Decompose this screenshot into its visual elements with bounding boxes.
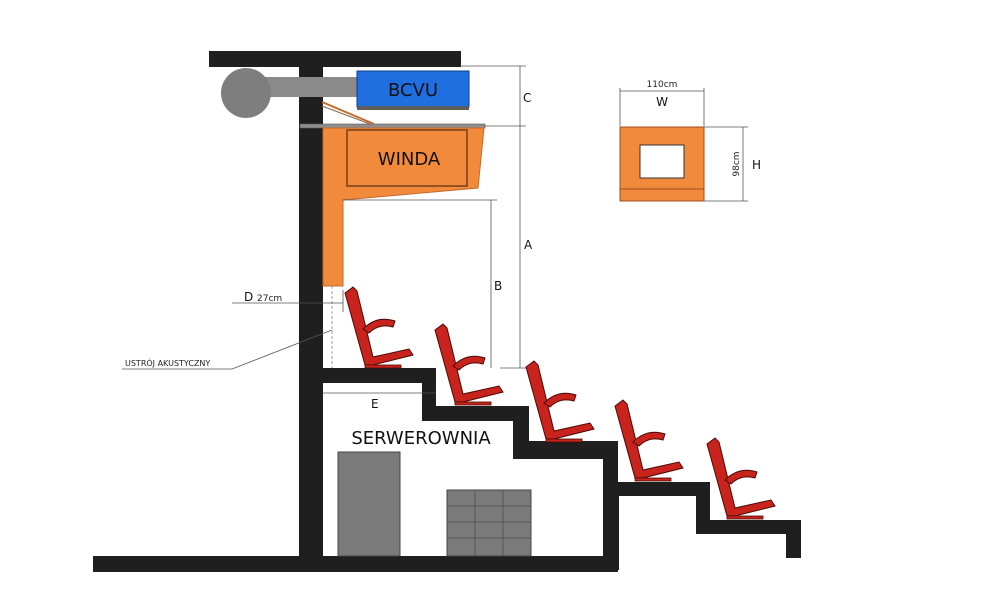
- seat: [706, 437, 776, 520]
- dim-c-label: C: [523, 91, 531, 105]
- storage-rack: [446, 489, 532, 557]
- ustroj-label: USTRÓJ AKUSTYCZNY: [125, 357, 210, 368]
- dim-h-value: 98cm: [732, 151, 742, 176]
- winda-label: WINDA: [378, 149, 441, 170]
- duct: [262, 77, 362, 97]
- dim-e-label: E: [371, 397, 379, 411]
- seat: [344, 286, 414, 369]
- seat: [614, 399, 684, 482]
- booth-rail-2: [321, 105, 371, 125]
- window-detail: [619, 88, 748, 202]
- dim-w-value: 110cm: [647, 80, 678, 90]
- dim-a-label: A: [524, 238, 533, 252]
- ground-slab: [93, 556, 618, 572]
- dim-w-label: W: [656, 95, 668, 109]
- fan-icon: [221, 68, 271, 118]
- dim-d-label: D: [244, 290, 253, 304]
- dim-b-label: B: [494, 279, 502, 293]
- bcvu-box: [356, 70, 470, 108]
- serwerownia-label: SERWEROWNIA: [351, 428, 491, 449]
- seat: [434, 323, 504, 406]
- dim-d-value: 27cm: [257, 294, 282, 304]
- booth-rail: [321, 101, 375, 125]
- seat: [525, 360, 595, 443]
- booth-floor: [299, 123, 486, 129]
- ustroj-leader: [231, 329, 333, 370]
- bcvu-base: [357, 106, 469, 110]
- bcvu-label: BCVU: [388, 80, 438, 101]
- main-column: [299, 51, 323, 561]
- dim-h-label: H: [752, 158, 761, 172]
- server-cabinet: [337, 451, 401, 557]
- winda-panel: [346, 129, 468, 187]
- roof-beam: [209, 51, 461, 67]
- seating-tiers: [323, 368, 801, 570]
